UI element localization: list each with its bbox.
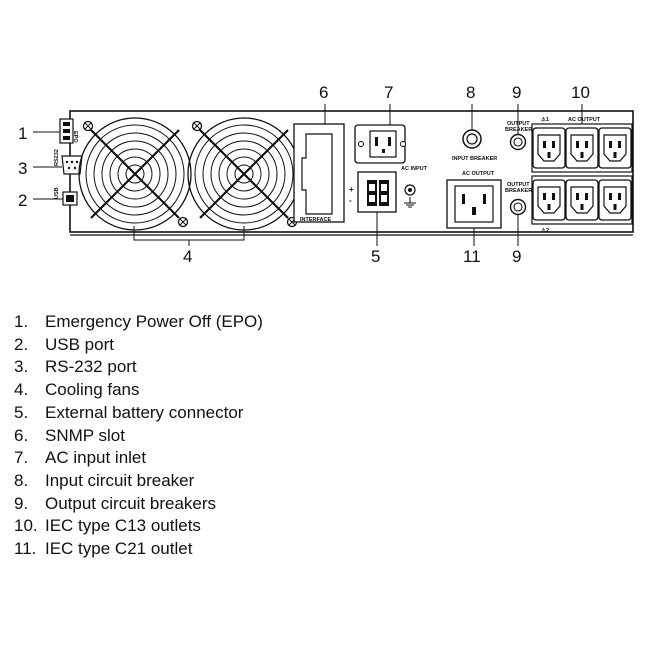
- legend-text: Input circuit breaker: [45, 470, 195, 490]
- legend-number: 5.: [14, 402, 29, 422]
- legend-number: 7.: [14, 448, 29, 468]
- component-legend: 1. Emergency Power Off (EPO) 2. USB port 3…: [14, 311, 263, 561]
- usb-port[interactable]: [62, 191, 78, 206]
- rs232-label: RS232: [54, 149, 60, 166]
- c21-outlet[interactable]: [446, 179, 502, 229]
- callout-10: 10: [571, 83, 590, 102]
- callout-7: 7: [384, 83, 393, 102]
- rs232-port[interactable]: [61, 155, 83, 175]
- legend-item: 2. USB port: [14, 334, 263, 357]
- output-breaker-bottom-label: OUTPUT BREAKER: [505, 182, 532, 194]
- legend-number: 3.: [14, 357, 29, 377]
- callout-11: 11: [463, 247, 481, 266]
- legend-item: 10. IEC type C13 outlets: [14, 515, 263, 538]
- legend-item: 8. Input circuit breaker: [14, 470, 263, 493]
- legend-item: 7. AC input inlet: [14, 447, 263, 470]
- legend-text: Output circuit breakers: [45, 493, 217, 513]
- epo-label: EPO: [72, 131, 78, 143]
- callout-3: 3: [18, 159, 27, 178]
- legend-item: 1. Emergency Power Off (EPO): [14, 311, 263, 334]
- group-2-label: ⚠2: [541, 227, 549, 234]
- snmp-slot[interactable]: [293, 123, 345, 223]
- callout-6: 6: [319, 83, 328, 102]
- legend-text: AC input inlet: [45, 448, 147, 468]
- legend-number: 11.: [14, 539, 37, 559]
- callout-leaders: [33, 104, 583, 246]
- callout-1: 1: [18, 124, 27, 143]
- legend-text: Cooling fans: [45, 380, 140, 400]
- legend-number: 10.: [14, 516, 38, 536]
- legend-text: IEC type C13 outlets: [45, 516, 201, 536]
- callout-9-bottom: 9: [512, 247, 521, 266]
- c13-outlet[interactable]: [598, 179, 632, 221]
- legend-number: 4.: [14, 380, 29, 400]
- usb-label: USB: [54, 187, 60, 199]
- output-breaker-top[interactable]: [509, 133, 527, 151]
- ground-terminal-icon: [404, 184, 416, 208]
- c13-outlet[interactable]: [565, 127, 599, 169]
- legend-text: IEC type C21 outlet: [45, 539, 193, 559]
- legend-number: 1.: [14, 312, 29, 331]
- callout-9-top: 9: [512, 83, 521, 102]
- legend-item: 4. Cooling fans: [14, 379, 263, 402]
- legend-item: 6. SNMP slot: [14, 425, 263, 448]
- interface-label: INTERFACE: [300, 217, 332, 223]
- c13-outlet-group-1: ⚠1 AC OUTPUT: [531, 116, 633, 173]
- legend-text: SNMP slot: [45, 425, 125, 445]
- callout-5: 5: [371, 247, 380, 266]
- legend-item: 3. RS-232 port: [14, 356, 263, 379]
- legend-text: RS-232 port: [45, 357, 137, 377]
- legend-number: 9.: [14, 493, 29, 513]
- legend-text: External battery connector: [45, 402, 244, 422]
- ac-input-inlet[interactable]: [354, 124, 406, 164]
- legend-number: 2.: [14, 334, 29, 354]
- battery-plus-label: +: [349, 185, 354, 194]
- c13-outlet[interactable]: [532, 179, 566, 221]
- input-circuit-breaker[interactable]: [462, 129, 482, 149]
- legend-number: 6.: [14, 425, 29, 445]
- battery-minus-label: -: [349, 196, 352, 205]
- legend-item: 5. External battery connector: [14, 402, 263, 425]
- legend-text: USB port: [45, 334, 114, 354]
- c13-outlet[interactable]: [565, 179, 599, 221]
- legend-item: 11. IEC type C21 outlet: [14, 538, 263, 561]
- group-1-label: ⚠1: [541, 116, 549, 123]
- c13-outlet[interactable]: [532, 127, 566, 169]
- external-battery-connector[interactable]: [357, 171, 397, 213]
- input-breaker-label: INPUT BREAKER: [452, 156, 497, 162]
- legend-text: Emergency Power Off (EPO): [45, 312, 263, 331]
- legend-item: 9. Output circuit breakers: [14, 493, 263, 516]
- callout-4: 4: [183, 247, 192, 266]
- ac-output-c21-label: AC OUTPUT: [462, 171, 495, 177]
- output-breaker-top-label: OUTPUT BREAKER: [505, 121, 532, 133]
- callout-8: 8: [466, 83, 475, 102]
- ac-output-c13-label: AC OUTPUT: [568, 117, 601, 123]
- c13-outlet[interactable]: [598, 127, 632, 169]
- epo-port[interactable]: [59, 118, 74, 144]
- callout-2: 2: [18, 191, 27, 210]
- ac-input-label: AC INPUT: [401, 166, 428, 172]
- legend-number: 8.: [14, 470, 29, 490]
- output-breaker-bottom[interactable]: [509, 198, 527, 216]
- c13-outlet-group-2: ⚠2: [531, 175, 633, 234]
- ups-rear-panel-diagram: EPO RS232 USB INTERFACE AC INPUT: [18, 83, 634, 266]
